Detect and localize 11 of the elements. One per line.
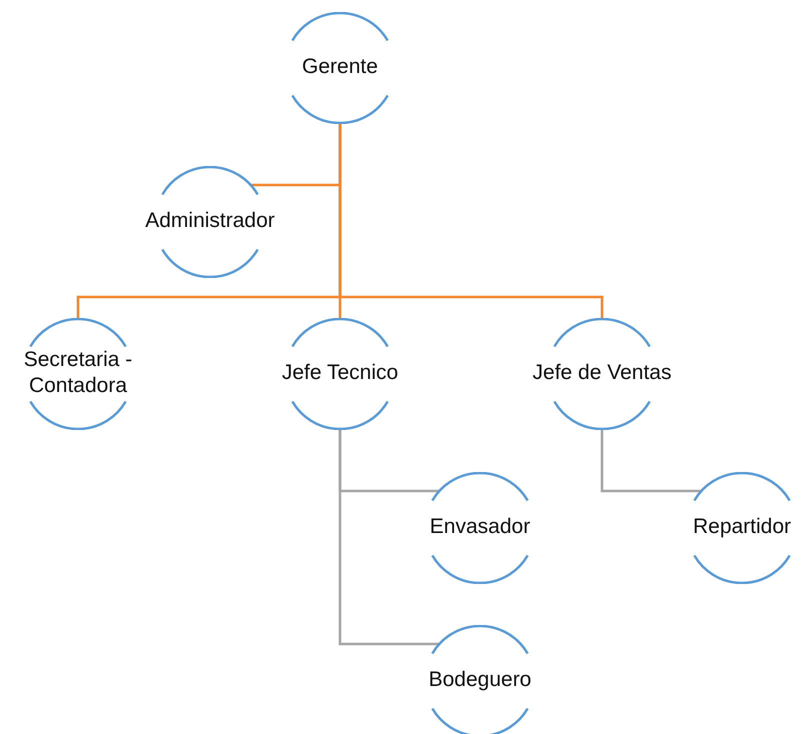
role-label: Envasador: [430, 514, 530, 540]
role-label: Bodeguero: [428, 666, 532, 693]
role-label: Repartidor: [692, 514, 792, 540]
role-label: Gerente: [302, 54, 378, 80]
connector-line: [338, 122, 604, 318]
role-label: Secretaria - Contadora: [22, 346, 134, 399]
role-label: Administrador: [145, 208, 275, 234]
connector-line: [338, 428, 438, 646]
connector-line: [600, 428, 700, 492]
role-label: Jefe de Ventas: [532, 360, 672, 386]
role-label: Jefe Tecnico: [282, 360, 398, 386]
